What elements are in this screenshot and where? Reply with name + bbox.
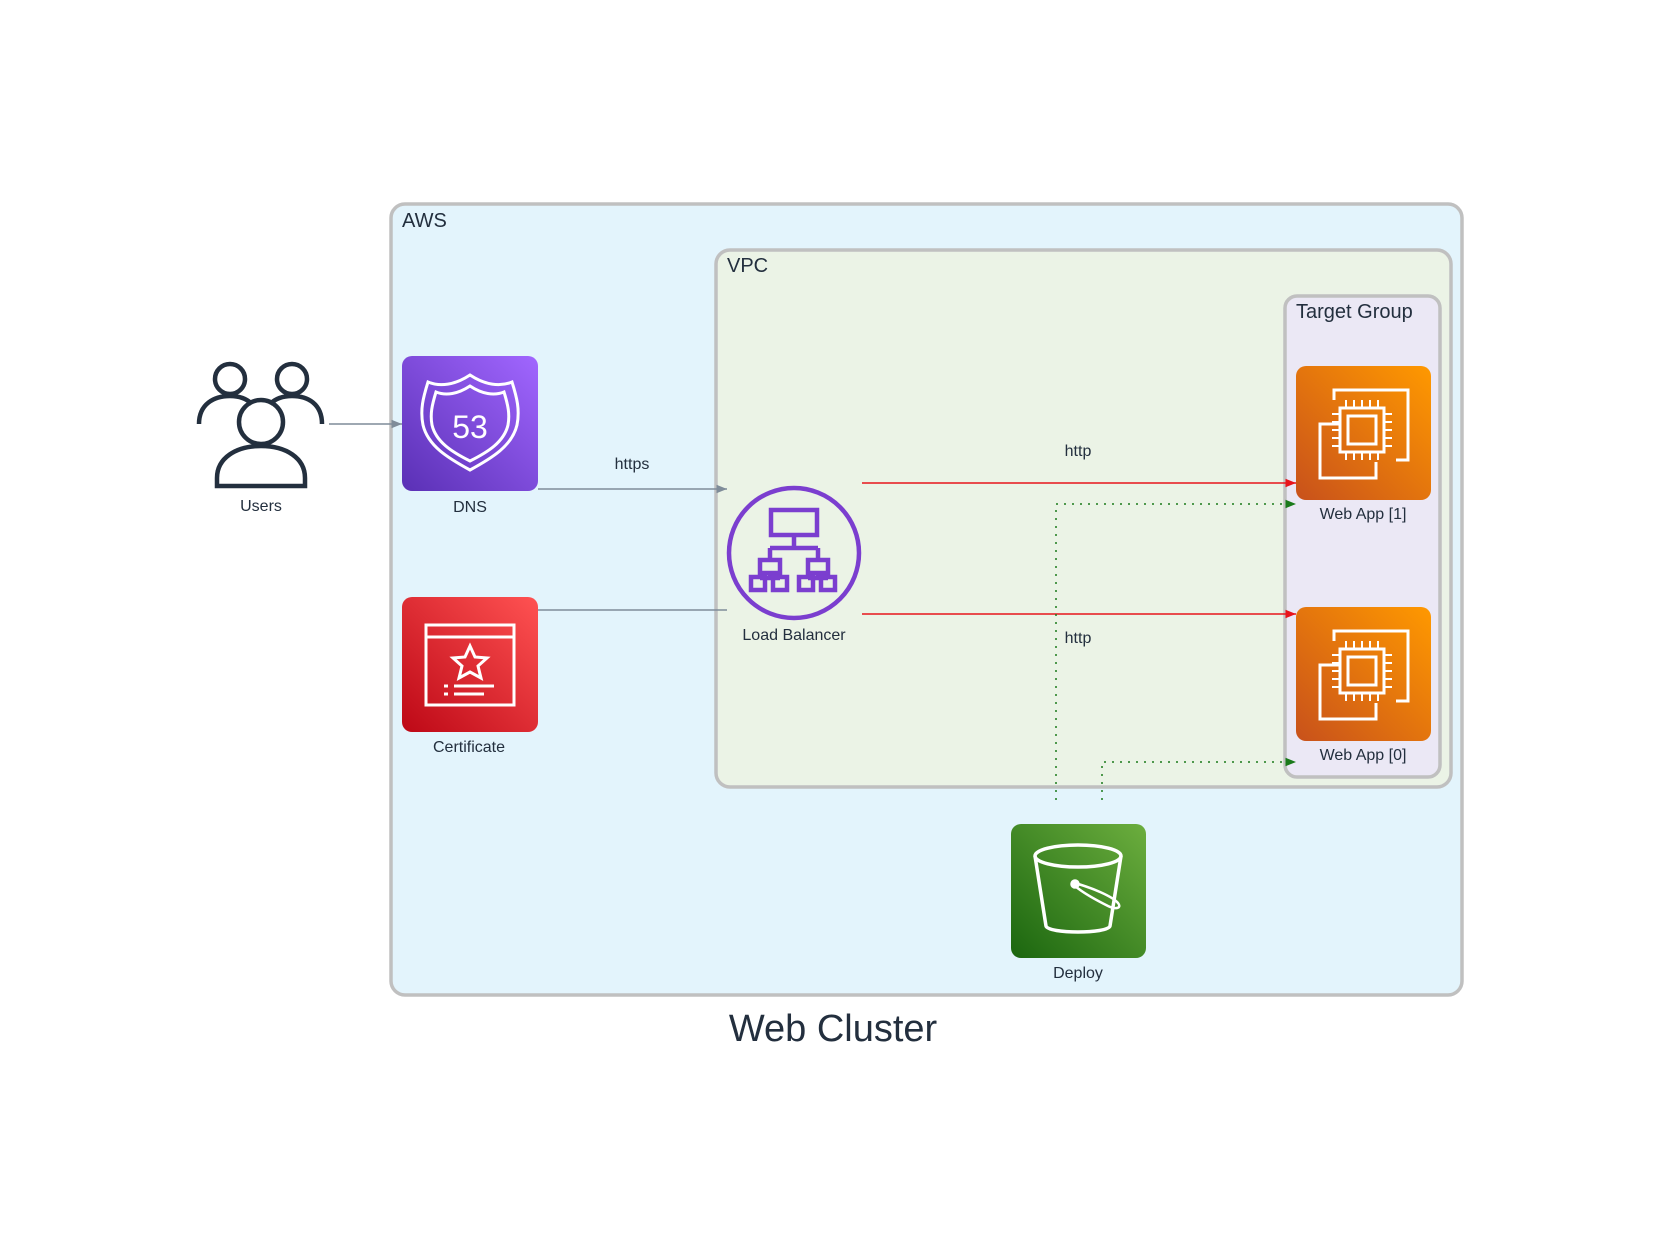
edge-load-balancer-web-app-1: http	[862, 443, 1296, 488]
node-web-app-0-label: Web App [0]	[1320, 747, 1407, 764]
ec2-instance-icon	[1318, 629, 1410, 721]
s3-bucket-icon	[1033, 843, 1123, 934]
route53-shield-icon	[420, 373, 520, 472]
users-icon	[196, 361, 325, 489]
node-deploy-label: Deploy	[1053, 965, 1103, 982]
node-dns[interactable]: 53 DNS	[402, 356, 538, 516]
node-certificate[interactable]: Certificate	[402, 597, 538, 756]
load-balancer-icon	[726, 485, 862, 621]
certificate-icon	[424, 623, 516, 707]
ec2-instance-icon	[1318, 388, 1410, 480]
route53-badge: 53	[452, 409, 488, 445]
edge-label-http-upper: http	[1065, 443, 1092, 460]
group-vpc-label: VPC	[727, 255, 768, 277]
node-deploy[interactable]: Deploy	[1011, 824, 1146, 982]
node-web-app-1[interactable]: Web App [1]	[1296, 366, 1431, 523]
node-web-app-0[interactable]: Web App [0]	[1296, 607, 1431, 764]
group-vpc: VPC	[714, 248, 1453, 789]
edge-deploy-web-app-1	[1055, 499, 1296, 800]
diagram-title: Web Cluster	[729, 1008, 938, 1050]
edge-label-http-lower: http	[1065, 630, 1092, 647]
group-aws-label: AWS	[402, 210, 447, 232]
edge-load-balancer-web-app-0: http	[862, 609, 1296, 647]
edge-label-https: https	[615, 456, 650, 473]
node-web-app-1-label: Web App [1]	[1320, 506, 1407, 523]
edge-dns-load-balancer: https	[538, 456, 727, 494]
node-users-label: Users	[240, 498, 282, 515]
node-dns-label: DNS	[453, 499, 487, 516]
node-load-balancer-label: Load Balancer	[742, 627, 846, 644]
node-certificate-label: Certificate	[433, 739, 505, 756]
group-target-group-label: Target Group	[1296, 301, 1413, 323]
node-load-balancer[interactable]: Load Balancer	[726, 485, 862, 644]
node-users[interactable]: Users	[196, 361, 325, 515]
